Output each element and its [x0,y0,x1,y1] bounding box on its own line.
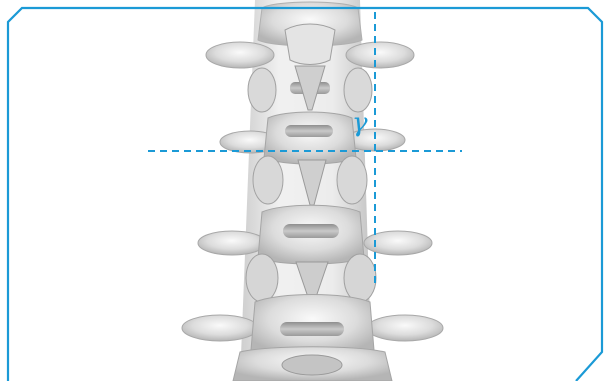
lumbar-spine-illustration [182,0,443,381]
vertebra-3 [198,205,432,302]
vertebra-4 [182,295,443,381]
angle-gamma-label: γ [352,110,368,136]
vertebra-1 [206,2,414,112]
